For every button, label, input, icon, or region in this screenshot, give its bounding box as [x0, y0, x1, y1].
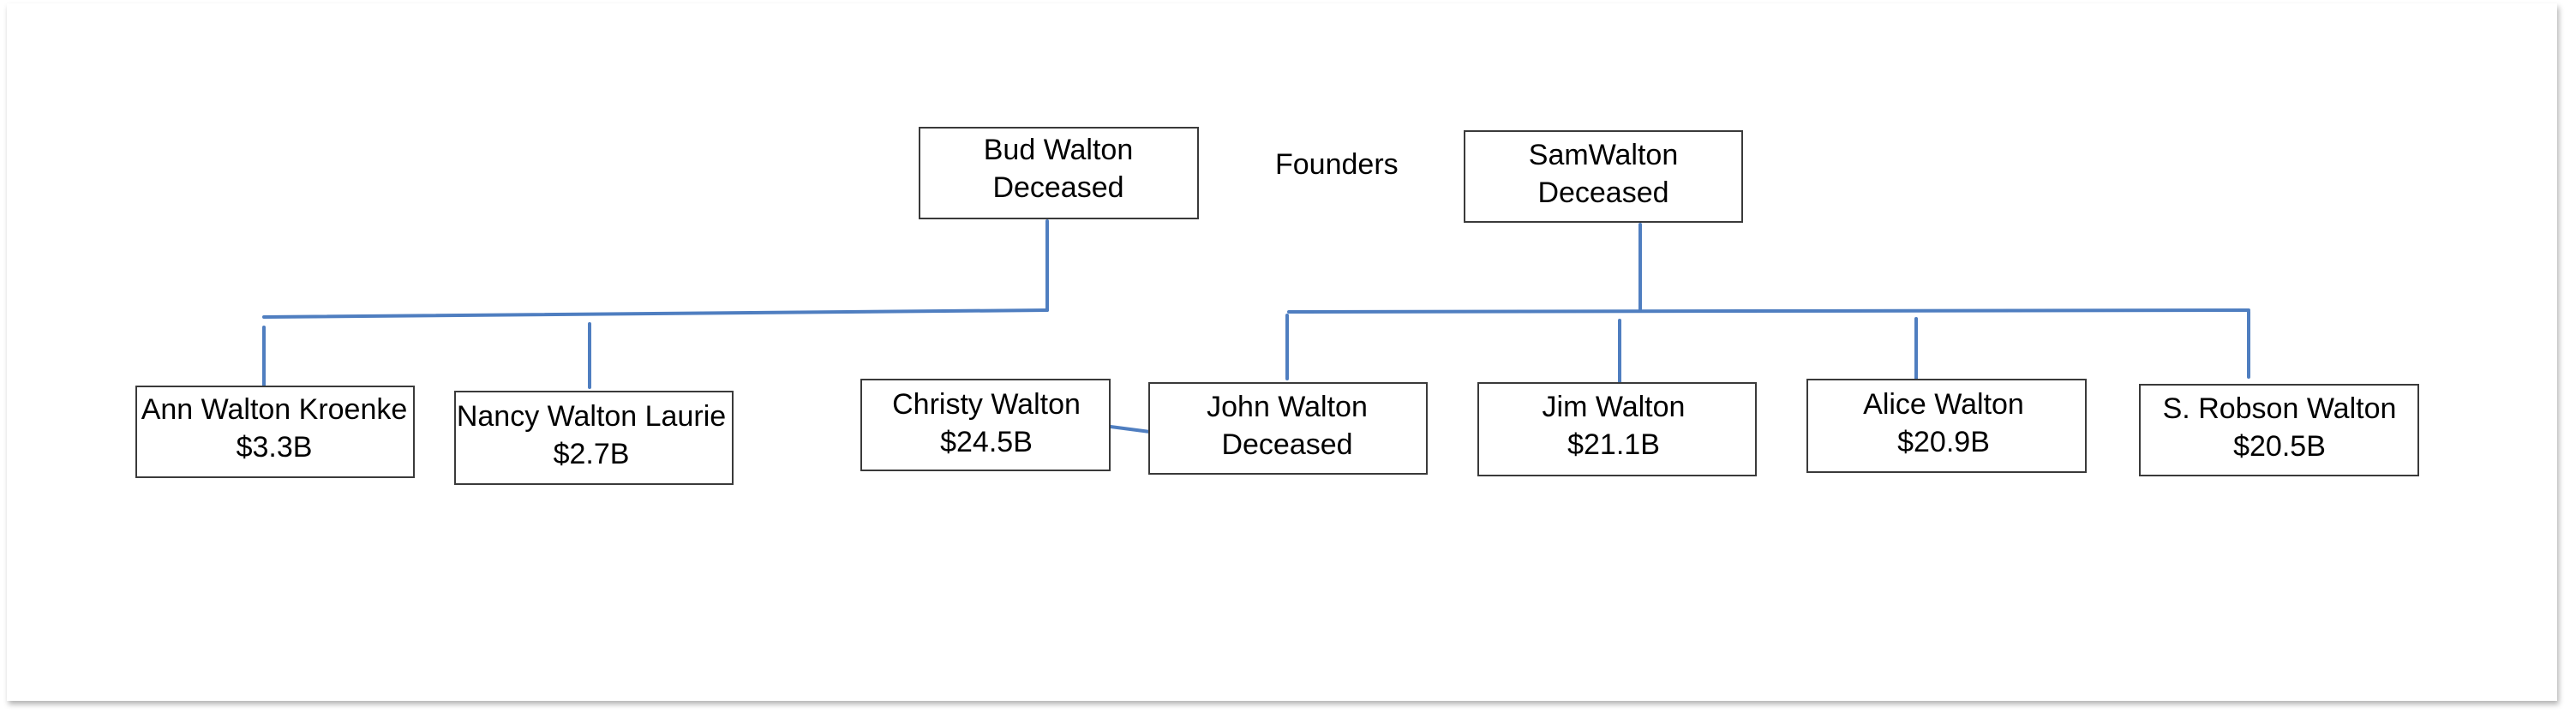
node-alice-walton-label: Alice Walton $20.9B	[1863, 386, 2024, 461]
node-s-robson-walton-label: S. Robson Walton $20.5B	[2163, 390, 2397, 465]
spouse-link-line	[1109, 425, 1152, 434]
bud-bus-line	[262, 308, 1049, 319]
node-name: Nancy Walton Laurie	[456, 400, 727, 433]
node-sam-walton-label: SamWalton Deceased	[1529, 136, 1678, 212]
node-john-walton	[1148, 382, 1428, 475]
node-detail: $20.9B	[1897, 426, 1990, 458]
node-ann-walton-kroenke-label: Ann Walton Kroenke $3.3B	[141, 391, 408, 466]
node-nancy-walton-laurie	[454, 391, 734, 485]
node-alice-walton	[1806, 379, 2087, 473]
founders-caption: Founders	[1275, 148, 1399, 181]
node-name: Bud Walton	[983, 134, 1134, 166]
node-name: S. Robson Walton	[2162, 392, 2397, 425]
node-christy-walton-label: Christy Walton $24.5B	[892, 386, 1081, 461]
node-sam-walton	[1464, 130, 1743, 223]
node-jim-walton	[1477, 382, 1757, 476]
node-name: Ann Walton Kroenke	[141, 393, 408, 426]
node-name: Christy Walton	[892, 388, 1081, 421]
node-name: SamWalton	[1528, 139, 1679, 171]
sam-bus-line	[1287, 308, 2250, 314]
node-christy-walton	[860, 379, 1111, 471]
node-bud-walton-label: Bud Walton Deceased	[984, 131, 1134, 206]
node-detail: $2.7B	[553, 438, 630, 470]
node-detail: Deceased	[992, 171, 1124, 204]
node-detail: $24.5B	[940, 426, 1033, 458]
node-detail: $21.1B	[1567, 428, 1660, 461]
node-john-walton-label: John Walton Deceased	[1207, 388, 1368, 464]
node-s-robson-walton	[2139, 384, 2419, 476]
node-bud-walton	[919, 127, 1199, 219]
node-jim-walton-label: Jim Walton $21.1B	[1543, 388, 1686, 464]
node-detail: $20.5B	[2233, 430, 2326, 463]
node-detail: $3.3B	[236, 431, 313, 464]
node-name: John Walton	[1207, 391, 1368, 423]
diagram-canvas	[7, 3, 2557, 701]
node-nancy-walton-laurie-label: Nancy Walton Laurie $2.7B	[457, 398, 726, 473]
node-detail: Deceased	[1221, 428, 1353, 461]
node-name: Alice Walton	[1863, 388, 2024, 421]
node-name: Jim Walton	[1542, 391, 1686, 423]
node-detail: Deceased	[1537, 177, 1669, 209]
node-ann-walton-kroenke	[135, 386, 415, 478]
